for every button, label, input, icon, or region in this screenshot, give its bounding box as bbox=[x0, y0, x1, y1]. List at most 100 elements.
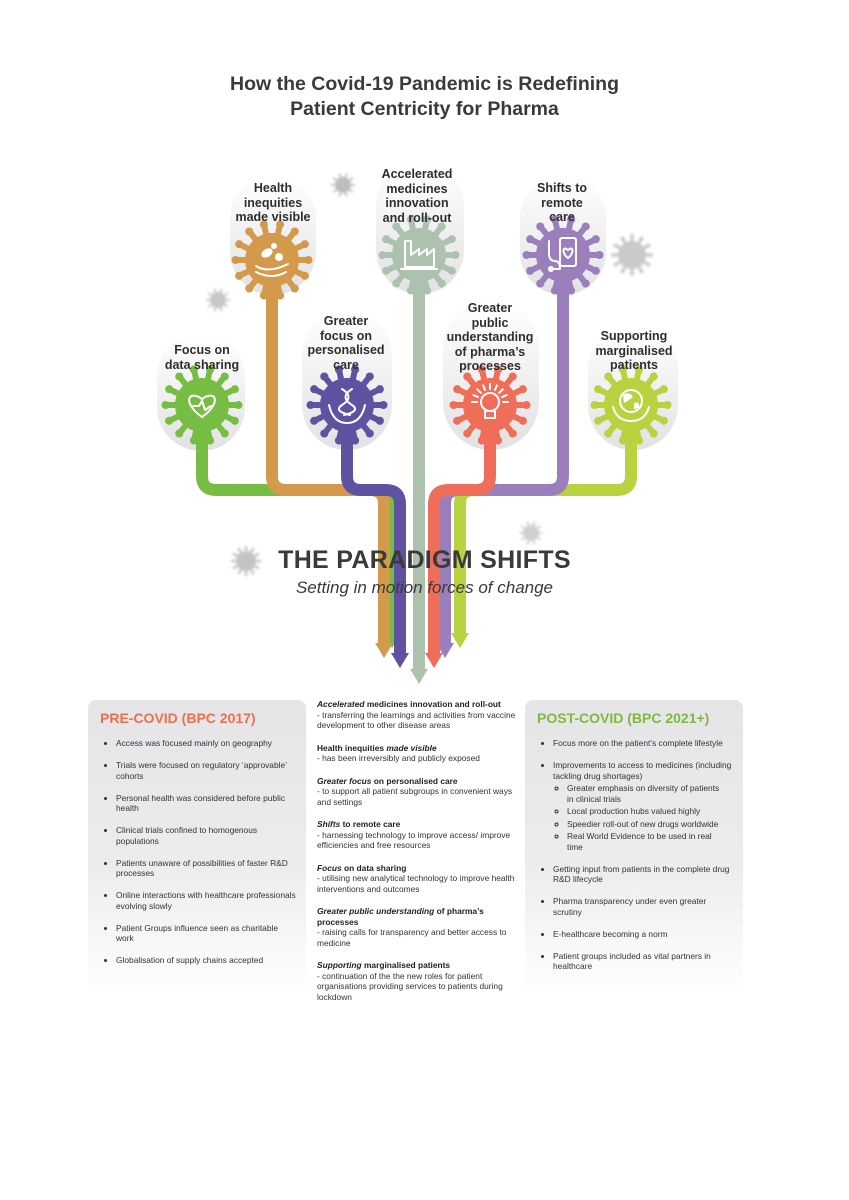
arrow-head-remote bbox=[436, 643, 454, 658]
branch-public bbox=[428, 405, 496, 654]
shift-heading: Greater focus on personalised care bbox=[317, 776, 520, 787]
virus-icon bbox=[231, 546, 261, 576]
list-item: Improvements to access to medicines (inc… bbox=[553, 760, 735, 852]
shift-heading-rest: medicines innovation and roll-out bbox=[364, 699, 501, 709]
list-item: Clinical trials confined to homogenous p… bbox=[116, 825, 298, 846]
shift-heading-emphasis: Greater public understanding bbox=[317, 906, 435, 916]
pre-covid-list: Access was focused mainly on geographyTr… bbox=[88, 738, 306, 966]
node-label-line: of pharma’s bbox=[454, 344, 526, 359]
title-line-2: Patient Centricity for Pharma bbox=[290, 98, 559, 120]
node-label-line: marginalised bbox=[595, 343, 673, 358]
node-label-line: care bbox=[549, 210, 575, 224]
node-label-line: Greater bbox=[323, 314, 369, 328]
virus-icon bbox=[331, 173, 355, 197]
arrow-head-margin bbox=[451, 633, 469, 648]
shift-heading-rest: Health inequities bbox=[317, 742, 387, 753]
node-label-line: public bbox=[471, 315, 509, 330]
paradigm-subtitle: Setting in motion forces of change bbox=[295, 578, 554, 597]
factory-icon bbox=[378, 215, 460, 295]
shift-heading-rest: to remote care bbox=[340, 819, 401, 829]
shift-description: - raising calls for transparency and bet… bbox=[317, 927, 507, 948]
virus-icon bbox=[611, 234, 654, 276]
shift-heading: Shifts to remote care bbox=[317, 819, 520, 830]
page-title: How the Covid-19 Pandemic is Redefining … bbox=[0, 72, 849, 122]
shift-heading-emphasis: Focus bbox=[317, 862, 342, 873]
shift-heading-rest: of pharma’s processes bbox=[317, 906, 484, 927]
list-item: Patient groups included as vital partner… bbox=[553, 951, 735, 972]
list-item: Patient Groups influence seen as charita… bbox=[116, 923, 298, 944]
hands-pills-icon bbox=[231, 220, 313, 300]
list-item-text: Improvements to access to medicines (inc… bbox=[553, 760, 732, 781]
arrow-head-accel bbox=[410, 669, 428, 684]
pre-covid-panel: PRE-COVID (BPC 2017) Access was focused … bbox=[88, 700, 306, 995]
sub-list: Greater emphasis on diversity of patient… bbox=[553, 783, 735, 852]
list-item: Access was focused mainly on geography bbox=[116, 738, 298, 749]
node-label-line: remote bbox=[541, 195, 583, 210]
node-label-line: patients bbox=[610, 358, 658, 372]
list-item: E-healthcare becoming a norm bbox=[553, 929, 735, 940]
sub-list-item: Local production hubs valued highly bbox=[567, 806, 727, 817]
virus-icon bbox=[206, 288, 230, 312]
branch-personal bbox=[341, 405, 406, 654]
shift-heading-emphasis: made visible bbox=[386, 742, 437, 753]
shift-description: - to support all patient subgroups in co… bbox=[317, 786, 513, 807]
node-label-line: understanding bbox=[446, 330, 534, 344]
list-item-text: Focus more on the patient’s complete lif… bbox=[553, 738, 723, 748]
list-item: Personal health was considered before pu… bbox=[116, 793, 298, 814]
shift-block: Focus on data sharing- utilising new ana… bbox=[317, 863, 520, 895]
virus-icon bbox=[519, 521, 543, 545]
sub-list-item: Speedier roll-out of new drugs worldwide bbox=[567, 819, 727, 830]
shift-heading-emphasis: Greater focus bbox=[317, 775, 372, 786]
title-line-1: How the Covid-19 Pandemic is Redefining bbox=[230, 73, 619, 95]
shift-heading-emphasis: Shifts bbox=[317, 819, 341, 829]
shift-description: - utilising new analytical technology to… bbox=[317, 873, 515, 894]
node-label-line: medicines bbox=[386, 181, 448, 196]
node-label-line: processes bbox=[459, 359, 521, 373]
paradigm-title: THE PARADIGM SHIFTS bbox=[278, 546, 571, 574]
arrow-head-personal bbox=[391, 653, 409, 668]
globe-hands-icon bbox=[590, 365, 672, 445]
node-label-line: Focus on bbox=[174, 343, 230, 357]
branch-health bbox=[266, 260, 390, 644]
shift-block: Shifts to remote care- harnessing techno… bbox=[317, 819, 520, 851]
node-label-line: and roll-out bbox=[382, 210, 452, 225]
node-label-line: inequities bbox=[243, 195, 303, 210]
list-item: Pharma transparency under even greater s… bbox=[553, 896, 735, 917]
node-label-line: Health bbox=[253, 181, 293, 195]
paradigm-heading: THE PARADIGM SHIFTS Setting in motion fo… bbox=[0, 546, 849, 598]
shift-heading: Accelerated medicines innovation and rol… bbox=[317, 699, 520, 710]
heart-binary-icon bbox=[161, 365, 243, 445]
shift-heading: Health inequities made visible bbox=[317, 743, 520, 754]
paradigm-tree-diagram bbox=[157, 162, 678, 684]
shift-heading: Focus on data sharing bbox=[317, 863, 520, 874]
node-label-line: focus on bbox=[319, 328, 373, 343]
shift-block: Health inequities made visible- has been… bbox=[317, 743, 520, 764]
list-item-text: E-healthcare becoming a norm bbox=[553, 928, 668, 939]
shift-description: - transferring the learnings and activit… bbox=[317, 709, 516, 731]
node-label-line: personalised bbox=[307, 343, 385, 357]
shift-heading: Greater public understanding of pharma’s… bbox=[317, 906, 520, 927]
shift-heading-emphasis: Supporting bbox=[317, 960, 362, 970]
dna-hands-icon bbox=[306, 365, 388, 445]
list-item: Focus more on the patient’s complete lif… bbox=[553, 738, 735, 749]
list-item-text: Pharma transparency under even greater s… bbox=[553, 896, 707, 917]
list-item-text: Patient groups included as vital partner… bbox=[553, 950, 711, 972]
shift-block: Greater focus on personalised care- to s… bbox=[317, 776, 520, 808]
node-label-line: innovation bbox=[385, 196, 449, 210]
shift-heading-rest: on personalised care bbox=[371, 775, 458, 786]
shift-heading: Supporting marginalised patients bbox=[317, 960, 520, 971]
shift-description: - continuation of the the new roles for … bbox=[317, 970, 503, 1002]
shift-heading-rest: marginalised patients bbox=[361, 960, 451, 970]
node-label-line: data sharing bbox=[164, 357, 240, 372]
post-covid-heading: POST-COVID (BPC 2021+) bbox=[537, 710, 710, 726]
shift-block: Supporting marginalised patients- contin… bbox=[317, 960, 520, 1002]
phone-stethoscope-icon bbox=[522, 215, 604, 295]
node-label-line: care bbox=[333, 357, 359, 372]
node-label-line: Supporting bbox=[600, 329, 668, 343]
